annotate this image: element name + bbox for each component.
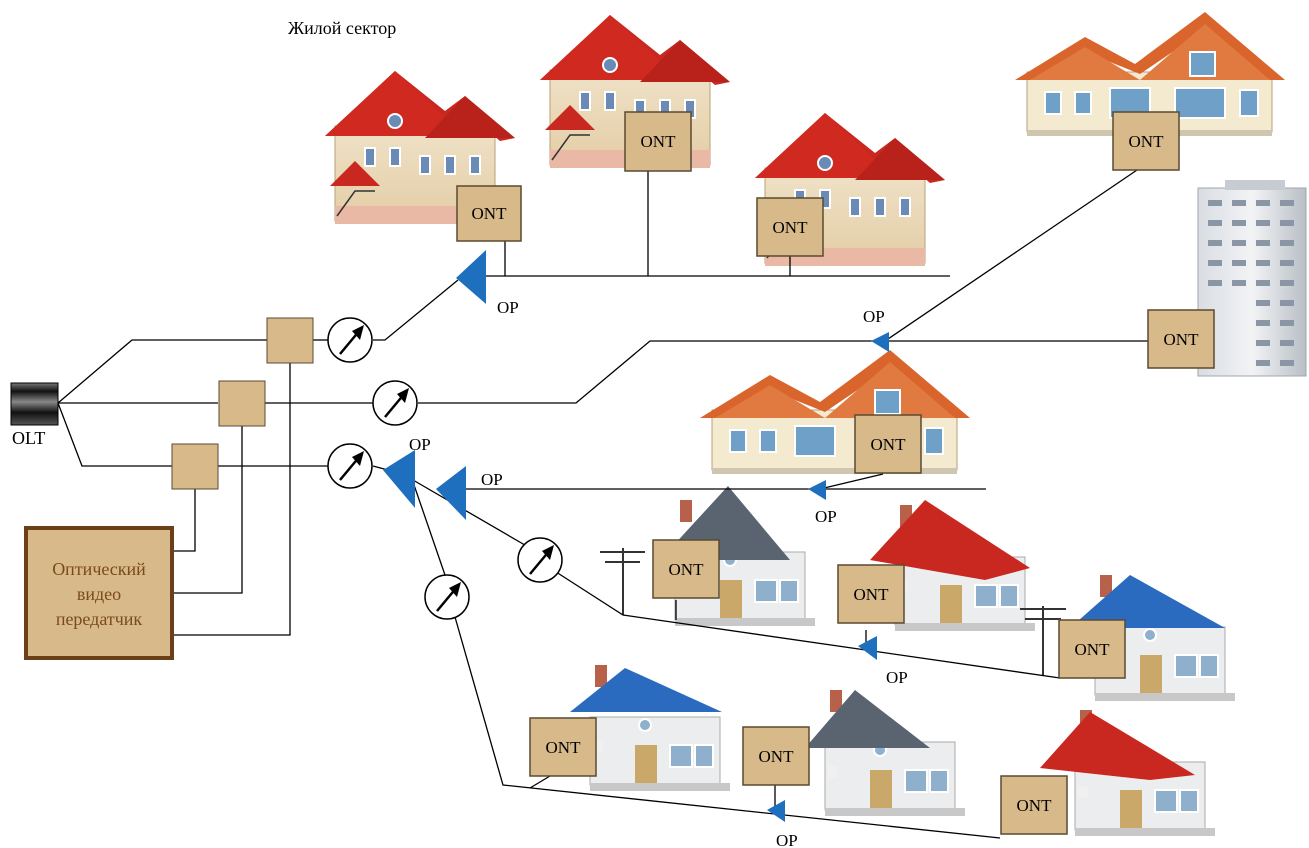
attenuator-icon: [327, 443, 373, 489]
transmitter-line-1: Оптический: [52, 559, 146, 579]
splitter-label: ОР: [886, 668, 908, 687]
ont-label: ONT: [669, 560, 705, 579]
splitter-label: ОР: [815, 507, 837, 526]
ont-label: ONT: [1075, 640, 1111, 659]
fiber-lines: [57, 167, 1148, 839]
house-orange-chalet-2: [699, 349, 971, 475]
coupler-box-3: [171, 443, 219, 490]
ont-box: ONT: [837, 564, 905, 624]
splitter-icon-bottom-second: [436, 466, 466, 520]
ont-label: ONT: [773, 218, 809, 237]
ont-box: ONT: [652, 539, 720, 599]
house-red-cottage-1: [870, 500, 1036, 632]
ont-label: ONT: [546, 738, 582, 757]
ont-label: ONT: [472, 204, 508, 223]
splitter-icon-right: [808, 480, 826, 500]
ont-label: ONT: [1164, 330, 1200, 349]
ont-box: ONT: [1000, 775, 1068, 835]
ont-label: ONT: [1129, 132, 1165, 151]
splitter-icon-cottages: [858, 636, 877, 660]
ont-label: ONT: [641, 132, 677, 151]
optical-video-transmitter: Оптический видео передатчик: [24, 526, 174, 660]
utility-pole-2: [1020, 606, 1066, 676]
ont-box: ONT: [624, 111, 692, 172]
splitter-label: ОР: [409, 435, 431, 454]
diagram-title: Жилой сектор: [288, 18, 396, 38]
coupler-box-1: [266, 317, 314, 364]
splitter-label: ОР: [863, 307, 885, 326]
ont-box: ONT: [1058, 619, 1126, 679]
ont-box: ONT: [756, 197, 824, 257]
splitter-label: ОР: [776, 831, 798, 848]
ont-box: ONT: [1147, 309, 1215, 369]
attenuator-icon: [372, 380, 418, 426]
apartment-tower: [1197, 180, 1307, 377]
splitter-icon-mid: [871, 332, 889, 352]
ont-box: ONT: [456, 185, 522, 242]
olt-device: OLT: [10, 382, 59, 448]
ont-box: ONT: [529, 717, 597, 777]
splitter-icon-bottom-main: [383, 450, 415, 508]
ont-box: ONT: [742, 726, 810, 786]
house-gray-roof-2: [805, 689, 966, 817]
splitter-label: ОР: [481, 470, 503, 489]
ont-label: ONT: [871, 435, 907, 454]
splitter-label: ОР: [497, 298, 519, 317]
splitter-icon-lower: [767, 800, 785, 822]
attenuator-icon: [327, 317, 373, 363]
house-red-cottage-2: [1040, 709, 1216, 837]
transmitter-line-2: видео: [77, 584, 121, 604]
ont-label: ONT: [1017, 796, 1053, 815]
attenuator-icon: [424, 574, 470, 620]
house-blue-cottage-2: [570, 664, 731, 792]
attenuator-icon: [517, 537, 563, 583]
splitter-icon-top: [456, 250, 486, 304]
ont-label: ONT: [759, 747, 795, 766]
ont-label: ONT: [854, 585, 890, 604]
house-blue-cottage-1: [1070, 574, 1236, 702]
utility-pole-1: [600, 548, 645, 615]
ont-box: ONT: [854, 414, 922, 474]
transmitter-line-3: передатчик: [56, 609, 143, 629]
coupler-box-2: [218, 380, 266, 427]
olt-label: OLT: [12, 428, 45, 448]
ont-box: ONT: [1112, 111, 1180, 171]
